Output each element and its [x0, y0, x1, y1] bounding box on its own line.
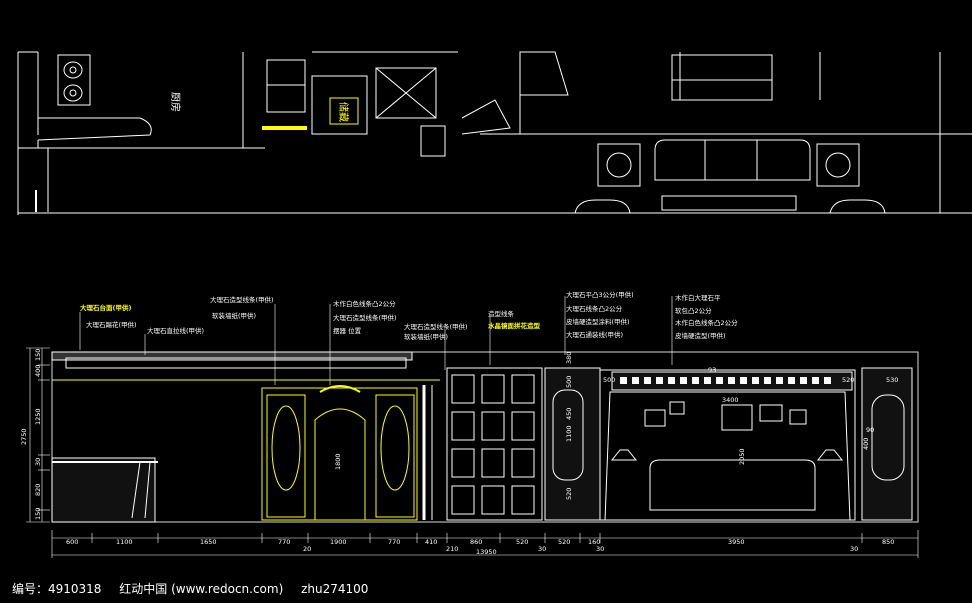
kitchen-label: 厨房 [169, 92, 182, 112]
dim-tv-400: 400 [862, 438, 870, 450]
callout-stone-line: 大理石直拉线(甲供) [147, 326, 204, 335]
dim-600: 600 [66, 538, 78, 546]
dim-30-c: 30 [850, 545, 858, 553]
dim-850: 850 [882, 538, 894, 546]
dim-left-total: 2750 [20, 428, 28, 445]
callout-stone-through-line: 大理石通装线(甲供) [566, 330, 623, 339]
dim-door-height: 1800 [334, 453, 342, 470]
dim-left-30: 30 [34, 458, 42, 466]
plan-storage-box [329, 97, 359, 125]
dim-520-b: 520 [558, 538, 570, 546]
callout-wood-white-line-2: 木作白色线条凸2公分 [675, 318, 738, 327]
dim-tv-90: 90 [866, 426, 874, 434]
dim-left-1250: 1250 [34, 408, 42, 425]
callout-stone-molding-3: 大理石造型线条(甲供) [404, 322, 468, 331]
plan-yellow-marker [262, 126, 307, 130]
dim-tv-3400: 3400 [722, 396, 739, 404]
dim-left-820: 820 [34, 484, 42, 496]
left-dimension-line [26, 347, 50, 523]
footer-id: 编号：4910318 [12, 582, 102, 596]
callout-wallpaper-1: 软装墙纸(甲供) [212, 311, 256, 320]
callout-wood-white-line: 木作白色线条凸2公分 [333, 299, 396, 308]
callout-stone-molding-2: 大理石造型线条(甲供) [333, 313, 397, 322]
footer-user: zhu274100 [301, 582, 369, 596]
dim-210: 210 [446, 545, 458, 553]
callout-wood-stone-flat: 木作白大理石平 [675, 293, 721, 302]
callout-wall-paint: 皮墙硬造型涂料(甲供) [566, 317, 630, 326]
dim-30-a: 30 [538, 545, 546, 553]
dim-1100: 1100 [116, 538, 133, 546]
dim-tv-500-a: 500 [603, 376, 615, 384]
dim-tv-520: 520 [565, 488, 573, 500]
storage-label: 储藏 [337, 102, 350, 122]
dim-30-b: 30 [596, 545, 604, 553]
footer: 编号：4910318 红动中国 (www.redocn.com) zhu2741… [12, 580, 382, 597]
dim-1650: 1650 [200, 538, 217, 546]
dim-tv-2050: 2050 [738, 448, 746, 465]
tv-wall-leds [620, 377, 831, 384]
dim-left-400: 400 [34, 365, 42, 377]
dim-left-150-top: 150 [34, 349, 42, 361]
footer-site[interactable]: 红动中国 (www.redocn.com) [119, 582, 284, 596]
callout-wallpaper-2: 软装墙纸(甲供) [404, 332, 448, 341]
dim-770-a: 770 [278, 538, 290, 546]
floor-plan [17, 51, 972, 215]
dim-tv-450: 450 [565, 408, 573, 420]
dim-860: 860 [470, 538, 482, 546]
callout-ornament-position: 摆器 位置 [333, 326, 362, 335]
callout-stone-flat: 大理石平凸3公分(甲供) [566, 290, 634, 299]
callout-stone-molding-1: 大理石造型线条(甲供) [210, 295, 274, 304]
dim-left-150-bottom: 150 [34, 508, 42, 520]
callout-countertop: 大理石台面(甲供) [80, 303, 131, 312]
dim-tv-1100: 1100 [565, 425, 573, 442]
dim-tv-380: 380 [565, 352, 573, 364]
dim-20: 20 [303, 545, 311, 553]
callout-soft-pack: 软包凸2公分 [675, 306, 712, 315]
callout-stone-line-2cm: 大理石线条凸2公分 [566, 304, 623, 313]
callout-stone-flower: 大理石踢花(甲供) [86, 320, 137, 329]
dim-tv-520-right: 520 [842, 376, 854, 384]
callout-wall-molding: 皮墙硬造型(甲供) [675, 331, 726, 340]
dim-410: 410 [425, 538, 437, 546]
callout-molding: 造型线条 [488, 309, 515, 318]
dim-tv-500-b: 500 [565, 376, 573, 388]
dim-tv-530: 530 [886, 376, 898, 384]
bottom-dimension-line [51, 530, 919, 558]
dim-160: 160 [588, 538, 600, 546]
dim-3950: 3950 [728, 538, 745, 546]
dim-tv-93: 93 [708, 366, 716, 374]
dim-total: 13950 [476, 548, 497, 556]
dim-770-b: 770 [388, 538, 400, 546]
dim-520-a: 520 [516, 538, 528, 546]
callout-crystal-mirror: 水晶镜面拼花造型 [488, 321, 541, 330]
dim-1900: 1900 [330, 538, 347, 546]
leader-lines [79, 296, 673, 385]
